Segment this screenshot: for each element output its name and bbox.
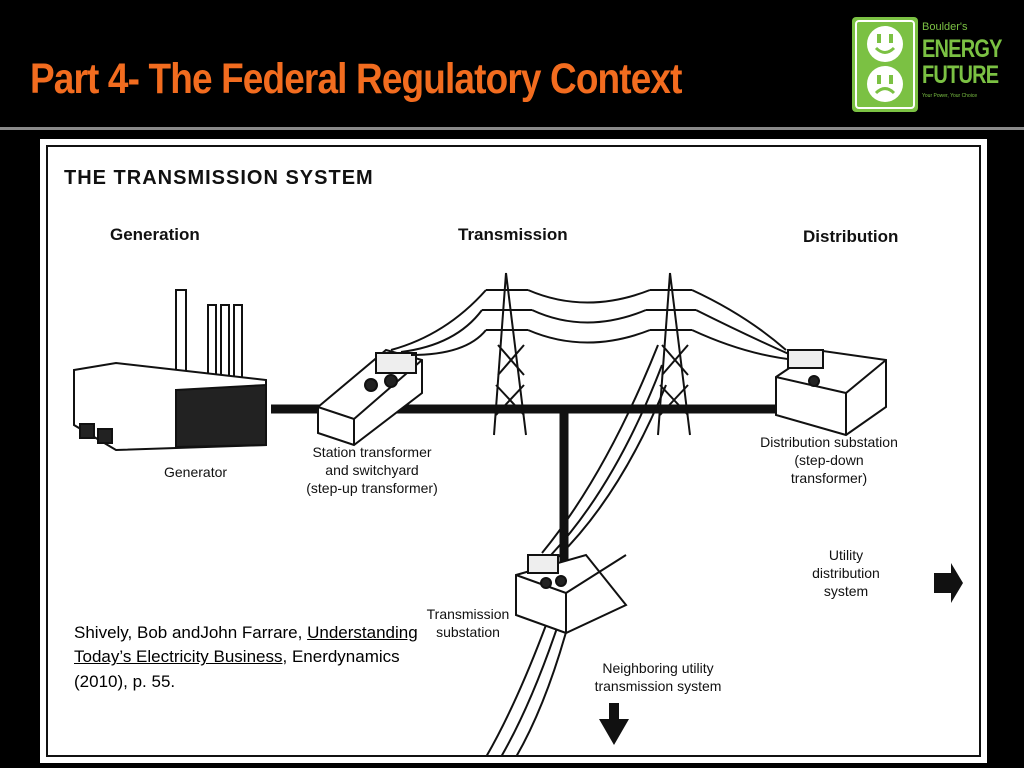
section-label-generation: Generation <box>110 225 200 244</box>
citation-authors: Shively, Bob andJohn Farrare, <box>74 623 303 642</box>
station-transformer-icon <box>317 348 423 447</box>
label-line: transformer) <box>790 470 868 487</box>
transmission-substation-icon <box>515 553 628 635</box>
citation: Shively, Bob andJohn Farrare, Understand… <box>74 621 446 694</box>
label-line: and switchyard <box>325 462 419 479</box>
section-label-distribution: Distribution <box>803 227 899 246</box>
label-line: Station transformer <box>312 444 432 460</box>
label-line: Distribution substation <box>760 434 898 450</box>
citation-book-title: Understanding Today’s Electricity Busine… <box>74 623 418 667</box>
label-line: distribution <box>812 565 880 582</box>
distribution-substation-icon <box>775 348 887 437</box>
label-line: (step-up transformer) <box>306 480 438 497</box>
generator-plant-icon <box>73 289 267 452</box>
label-neighboring-utility: Neighboring utility transmission system <box>582 659 734 695</box>
label-line: transmission system <box>594 678 722 695</box>
label-distribution-substation: Distribution substation (step-down trans… <box>746 433 912 488</box>
slide-title: Part 4- The Federal Regulatory Context <box>30 55 682 103</box>
outlet-icon <box>852 17 918 112</box>
label-line: Transmission <box>426 606 510 622</box>
citation-publisher: , Enerdynamics (2010), p. 55. <box>74 647 400 691</box>
label-line: (step-down <box>794 452 864 469</box>
neighboring-utility-arrow-icon <box>599 703 629 745</box>
title-divider <box>0 127 1024 130</box>
logo-text-small: Boulder's <box>922 21 968 33</box>
figure-frame <box>46 145 981 757</box>
label-line: system <box>823 583 869 600</box>
transmission-lines <box>390 289 797 757</box>
label-line: substation <box>436 624 500 641</box>
label-transmission-substation: Transmission substation <box>416 605 520 641</box>
logo-text-future: FUTURE <box>922 61 999 89</box>
section-label-transmission: Transmission <box>458 225 568 244</box>
label-utility-distribution: Utility distribution system <box>801 546 891 601</box>
logo-tagline: Your Power, Your Choice <box>922 93 978 99</box>
transmission-system-figure: THE TRANSMISSION SYSTEM Generation Trans… <box>40 139 987 763</box>
transmission-tower-right-icon <box>646 272 696 436</box>
label-generator: Generator <box>164 464 228 480</box>
label-line: Neighboring utility <box>602 660 714 676</box>
logo-text-energy: ENERGY <box>922 35 1002 63</box>
boulder-energy-future-logo: Boulder's ENERGY FUTURE Your Power, Your… <box>852 17 1012 112</box>
transmission-tower-left-icon <box>482 272 532 436</box>
label-line: Utility <box>828 547 864 563</box>
label-station-transformer: Station transformer and switchyard (step… <box>292 443 452 498</box>
utility-distribution-arrow-icon <box>934 563 963 603</box>
transmission-diagram <box>73 272 963 757</box>
figure-title: THE TRANSMISSION SYSTEM <box>64 167 374 189</box>
